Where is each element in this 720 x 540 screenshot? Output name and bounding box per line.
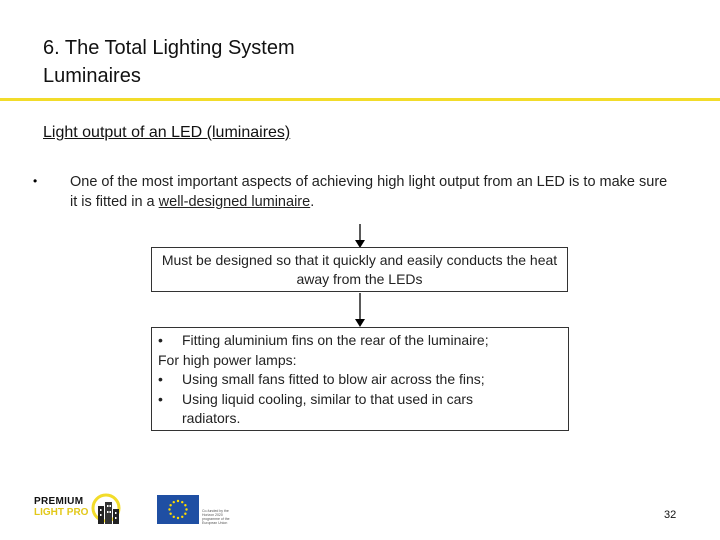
bullet-marker: • xyxy=(158,371,163,387)
bullet-marker: • xyxy=(158,332,163,348)
eu-star-icon xyxy=(172,515,175,519)
down-arrow-icon xyxy=(355,224,365,248)
eu-star-icon xyxy=(184,504,187,507)
cooling-methods-box: • Fitting aluminium fins on the rear of t… xyxy=(151,327,569,431)
slide-title-line1: 6. The Total Lighting System xyxy=(43,37,295,59)
list-item: • Using liquid cooling, similar to that u… xyxy=(158,390,568,410)
bullet-paragraph: One of the most important aspects of ach… xyxy=(70,172,670,212)
list-item: • Fitting aluminium fins on the rear of t… xyxy=(158,331,568,351)
eu-flag-icon xyxy=(157,495,199,524)
bullet-marker: • xyxy=(158,390,163,407)
high-power-label: For high power lamps: xyxy=(158,351,297,368)
cooling-item-fans: Using small fans fitted to blow air acro… xyxy=(182,371,485,387)
cooling-item-liquid: Using liquid cooling, similar to that us… xyxy=(182,390,474,407)
logo-line2: LIGHT PRO xyxy=(34,507,89,518)
slide-title-line2: Luminaires xyxy=(43,65,141,87)
list-item: • Using small fans fitted to blow air acr… xyxy=(158,370,568,390)
eu-star-icon xyxy=(172,500,175,504)
title-divider xyxy=(0,98,720,101)
eu-star-icon xyxy=(181,515,184,519)
design-requirement-box: Must be designed so that it quickly and … xyxy=(151,247,568,292)
bullet-marker: • xyxy=(33,174,38,188)
section-subheading: Light output of an LED (luminaires) xyxy=(43,124,291,141)
eu-star-icon xyxy=(169,504,172,507)
slide-title: 6. The Total Lighting System Luminaires xyxy=(43,34,295,90)
eu-star-icon xyxy=(176,516,180,520)
luminaire-link[interactable]: well-designed luminaire xyxy=(158,194,311,210)
down-arrow-icon xyxy=(355,293,365,327)
eu-star-icon xyxy=(185,508,188,511)
building-icon xyxy=(91,493,121,524)
premium-light-pro-logo: PREMIUM LIGHT PRO xyxy=(34,492,126,526)
cooling-item-liquid-cont: radiators. xyxy=(182,410,241,426)
eu-star-icon xyxy=(181,500,184,504)
eu-star-icon xyxy=(184,512,187,515)
eu-star-icon xyxy=(169,512,172,515)
eu-star-icon xyxy=(168,508,171,511)
page-number: 32 xyxy=(664,509,677,521)
eu-star-icon xyxy=(176,499,180,503)
logo-line1: PREMIUM xyxy=(34,496,84,507)
bullet-text-after: . xyxy=(310,194,315,210)
bullet-text-before: One of the most important aspects of ach… xyxy=(70,174,668,210)
eu-funding-caption: Co-funded by the Horizon 2020 programme … xyxy=(202,509,230,525)
cooling-item-fins: Fitting aluminium fins on the rear of th… xyxy=(182,332,489,348)
